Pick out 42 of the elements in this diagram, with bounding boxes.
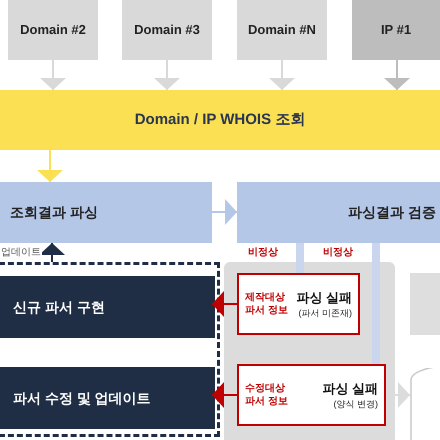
node-label: IP #1 [380, 21, 412, 40]
failure-box [237, 364, 386, 426]
failure-box [237, 273, 360, 335]
panel-background [224, 262, 395, 440]
process-box [0, 182, 212, 243]
empty-box [410, 273, 440, 335]
source-box [237, 0, 327, 60]
process-box [0, 367, 215, 429]
parser-info-text: 제작대상 파서 정보 [245, 291, 289, 317]
node-label: Domain / IP WHOIS 조회 [134, 110, 306, 130]
arrow [212, 382, 237, 408]
node-label: Domain #2 [20, 21, 86, 40]
arrow [395, 382, 410, 408]
arrow [269, 60, 295, 90]
connector-line [296, 243, 304, 273]
source-box [122, 0, 212, 60]
arrow [40, 60, 66, 90]
arrow [212, 199, 237, 225]
source-box [352, 0, 440, 60]
arrow [212, 291, 237, 317]
parser-info-text: 수정대상 파서 정보 [245, 382, 289, 408]
connector-line [372, 243, 380, 364]
process-band [0, 90, 440, 150]
failure-reason: (파서 미존재) [298, 307, 352, 320]
failure-title: 파싱 실패 [322, 380, 378, 398]
edge-label: 비정상 [322, 246, 354, 260]
node-label: 파싱결과 검증 [348, 203, 436, 222]
arrow [384, 60, 410, 90]
dashed-group [0, 262, 220, 437]
process-box [0, 276, 215, 338]
edge-label: 비정상 [247, 246, 279, 260]
arrow [154, 60, 180, 90]
process-box [237, 182, 440, 243]
node-label: 파서 수정 및 업데이트 [13, 388, 151, 408]
node-label: Domain #3 [134, 21, 200, 40]
node-label: Domain #N [248, 21, 316, 40]
failure-title: 파싱 실패 [296, 288, 352, 306]
node-label: 신규 파서 구현 [13, 298, 105, 316]
node-label: 조회결과 파싱 [10, 203, 98, 222]
arrow [37, 150, 63, 182]
failure-reason: (양식 변경) [334, 398, 378, 411]
source-box [8, 0, 98, 60]
